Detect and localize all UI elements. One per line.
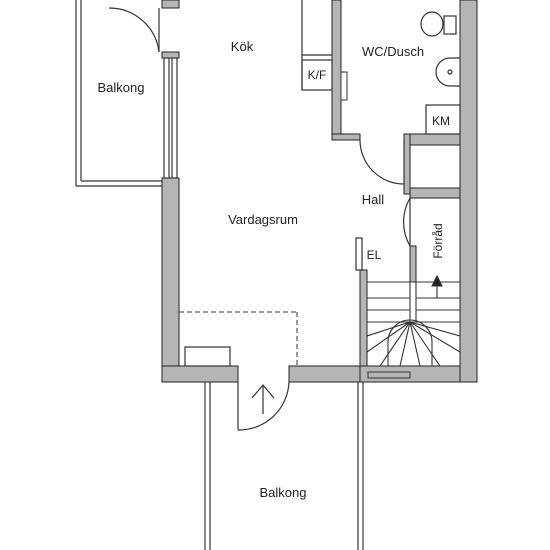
electric-cabinet xyxy=(355,237,363,271)
laundry-label: KM xyxy=(432,114,450,128)
toilet xyxy=(420,11,457,37)
kitchen-appliance-label: K/F xyxy=(308,68,327,82)
dashed-outline xyxy=(179,311,298,366)
stair-threshold xyxy=(367,371,411,379)
storage-door xyxy=(403,197,411,247)
radiator xyxy=(184,346,231,367)
washing-machine-box xyxy=(425,104,461,135)
balcony-left-label: Balkong xyxy=(98,80,145,95)
kitchen-side-panel xyxy=(340,71,348,101)
staircase xyxy=(367,274,460,366)
sink xyxy=(435,57,460,87)
left-balcony xyxy=(75,0,162,187)
living-room-label: Vardagsrum xyxy=(228,212,298,227)
balcony-door-left xyxy=(108,7,178,179)
bathroom-label: WC/Dusch xyxy=(362,44,424,59)
storage-label: Förråd xyxy=(431,223,445,258)
kitchen-counter xyxy=(301,0,333,91)
kitchen-label: Kök xyxy=(231,39,254,54)
entrance-door xyxy=(237,381,290,431)
balcony-bottom-label: Balkong xyxy=(260,485,307,500)
walls xyxy=(161,0,478,383)
electric-label: EL xyxy=(367,248,382,262)
bottom-balcony xyxy=(204,380,364,550)
bathroom-door xyxy=(359,139,405,185)
hall-label: Hall xyxy=(362,192,385,207)
